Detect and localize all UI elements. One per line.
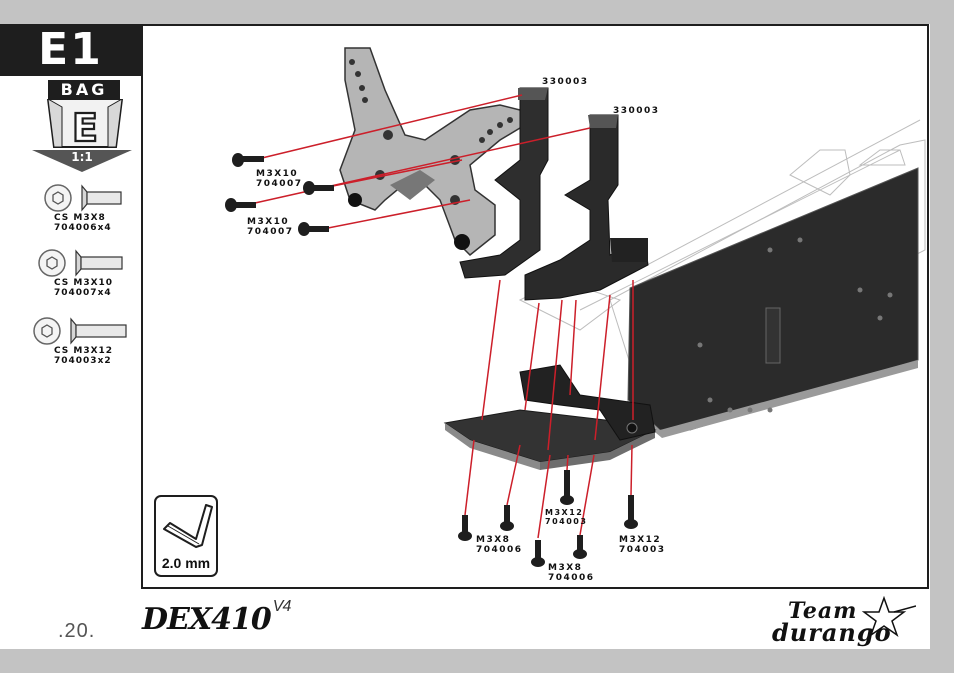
part-cs-m3x12: CS M3X12 704003x2: [30, 316, 140, 366]
callout-name: M3X8: [476, 535, 511, 545]
step-label: E1: [0, 24, 141, 76]
callout-m3x10-a: M3X10 704007: [256, 169, 303, 189]
callout-code: 704003: [619, 545, 666, 555]
part-name: CS M3X8: [54, 213, 106, 223]
assembly-diagram: [225, 47, 926, 567]
scale-label: 1:1: [71, 150, 93, 164]
callout-name: M3X10: [247, 217, 290, 227]
countersunk-screw-icon: [38, 249, 123, 277]
screw-m3x10-d: [298, 222, 329, 236]
star-icon: [861, 596, 916, 637]
screw-m3x12-a: [560, 470, 574, 505]
product-name: DEX410: [142, 602, 272, 637]
screw-m3x12-b: [624, 495, 638, 529]
callout-code: 704006: [476, 545, 523, 555]
chassis-plate: [627, 167, 919, 431]
brand-logo: Team durango: [766, 596, 916, 650]
part-cs-m3x8: CS M3X8 704006x4: [30, 183, 140, 233]
callout-m3x8-b: M3X8 704006: [548, 563, 595, 583]
screw-m3x10-c: [303, 181, 334, 195]
callout-m3x10-b: M3X10 704007: [247, 217, 294, 237]
scale-banner: [32, 150, 132, 172]
part-cs-m3x10: CS M3X10 704007x4: [30, 248, 140, 298]
callout-code: 704007: [247, 227, 294, 237]
part-name: CS M3X12: [54, 346, 114, 356]
bulkhead-330003-b: [524, 114, 649, 301]
callout-330003-a: 330003: [542, 77, 589, 87]
callout-code: 704007: [256, 179, 303, 189]
shock-tower: [339, 47, 526, 257]
bag-icon: E: [46, 99, 124, 149]
part-code: 704003x2: [54, 356, 112, 366]
screw-m3x8-d: [573, 535, 587, 559]
assembly-lines: [254, 94, 634, 539]
screw-m3x10-a: [232, 153, 264, 167]
bag-label: BAG: [48, 80, 120, 99]
part-code: 704006x4: [54, 223, 112, 233]
part-name: CS M3X10: [54, 278, 114, 288]
brand-line2: durango: [772, 618, 892, 647]
product-version: V4: [272, 598, 292, 615]
callout-name: M3X12: [619, 535, 662, 545]
part-code: 704007x4: [54, 288, 112, 298]
screw-m3x8-a: [458, 515, 472, 541]
callout-m3x12-a: M3X12 704003: [545, 508, 587, 526]
callout-m3x12-b: M3X12 704003: [619, 535, 666, 555]
callout-code: 704006: [548, 573, 595, 583]
tool-indicator: 2.0 mm: [154, 495, 218, 577]
brand-line1: Team: [788, 598, 858, 624]
callout-330003-b: 330003: [613, 106, 660, 116]
screw-m3x10-b: [225, 198, 256, 212]
callout-m3x8-a: M3X8 704006: [476, 535, 523, 555]
callout-name: M3X12: [545, 508, 584, 517]
bumper-plate: [443, 364, 657, 470]
countersunk-screw-icon: [33, 317, 127, 345]
bulkhead-330003-a: [459, 87, 549, 279]
callout-name: M3X8: [548, 563, 583, 573]
bag-letter: E: [72, 106, 98, 149]
screw-m3x8-b: [500, 505, 514, 531]
screw-m3x8-c: [531, 540, 545, 567]
page-number: .20.: [58, 620, 96, 642]
callout-name: M3X10: [256, 169, 299, 179]
countersunk-screw-icon: [44, 184, 122, 212]
tool-size: 2.0 mm: [161, 555, 211, 571]
hex-key-icon: [163, 504, 213, 548]
callout-code: 704003: [545, 517, 588, 526]
